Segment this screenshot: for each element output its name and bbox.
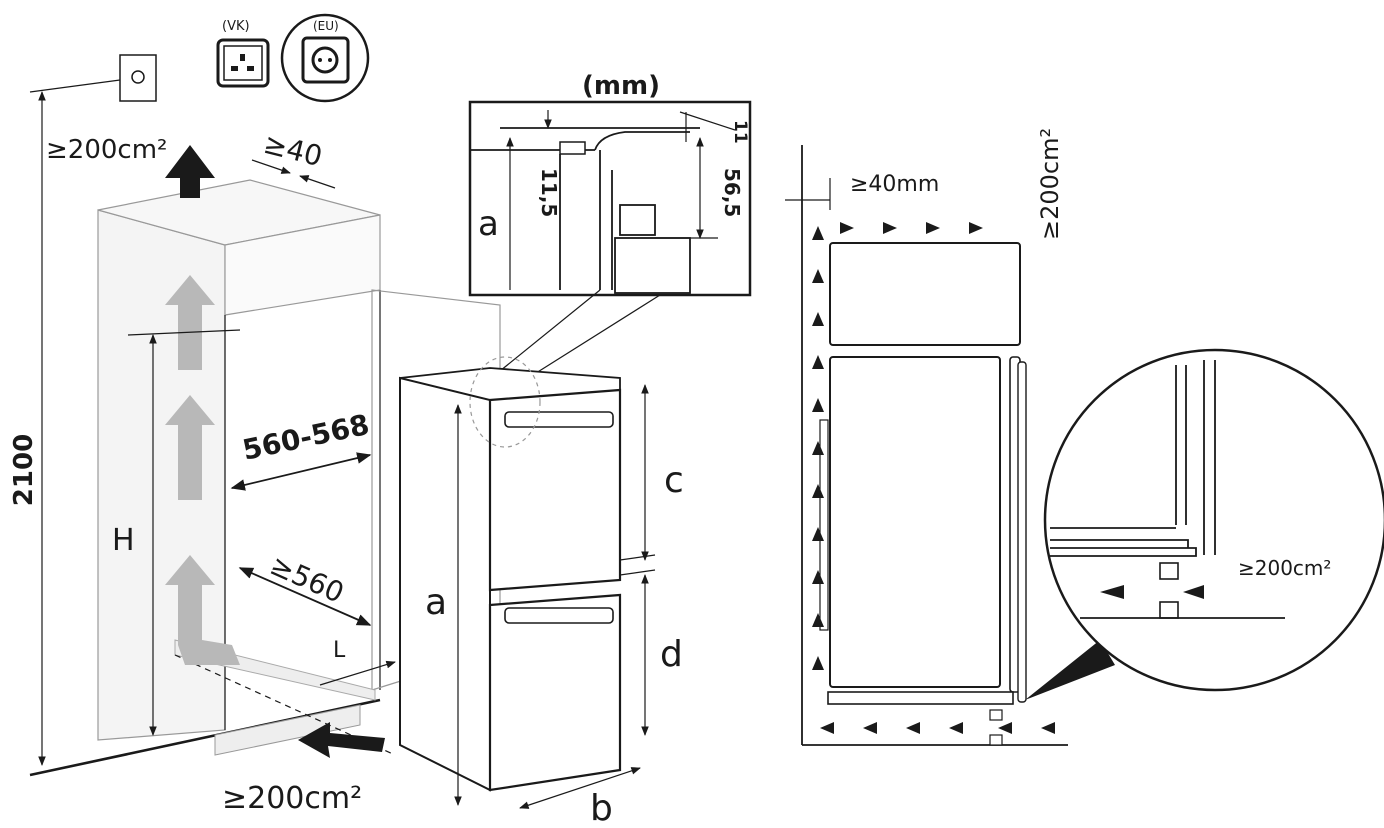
label-side-vent-top: ≥200cm²: [1036, 128, 1064, 240]
label-dim-l: L: [333, 638, 346, 663]
label-unit-mm: (mm): [582, 71, 660, 101]
label-detail-a: a: [478, 204, 499, 244]
label-top-vent-area: ≥200cm²: [46, 135, 167, 165]
label-dim-b: b: [590, 788, 613, 828]
niche-cabinet: [29, 54, 501, 777]
label-detail-565: 56,5: [720, 168, 744, 217]
uk-socket-icon: [216, 38, 270, 88]
airflow-arrows-gray: [165, 275, 240, 665]
appliance-fridge: [399, 356, 656, 809]
label-side-gap: ≥40mm: [850, 172, 939, 197]
vent-in-arrow-icon: [298, 722, 385, 758]
label-niche-depth: ≥560: [265, 548, 349, 609]
label-dim-c: c: [664, 460, 684, 501]
wall-socket-icon: [29, 54, 157, 102]
eu-socket-icon: [280, 13, 370, 103]
label-dim-a: a: [425, 582, 447, 623]
label-niche-width: 560-568: [240, 408, 373, 467]
side-airflow-arrows: [812, 222, 1055, 734]
side-section: [785, 145, 1384, 746]
vent-out-arrow-icon: [165, 145, 215, 198]
label-dim-d: d: [660, 634, 683, 675]
label-socket-uk: (VK): [222, 19, 250, 34]
label-side-vent-bottom: ≥200cm²: [1238, 556, 1331, 580]
label-socket-eu: (EU): [313, 19, 339, 33]
label-detail-11: 11: [730, 120, 750, 144]
detail-inset: [468, 100, 752, 381]
label-dim-h: H: [112, 523, 135, 558]
label-detail-115: 11,5: [537, 168, 561, 217]
label-bottom-vent-area: ≥200cm²: [222, 781, 362, 816]
label-height-total: 2100: [9, 434, 39, 506]
zoom-detail: [1050, 360, 1285, 619]
